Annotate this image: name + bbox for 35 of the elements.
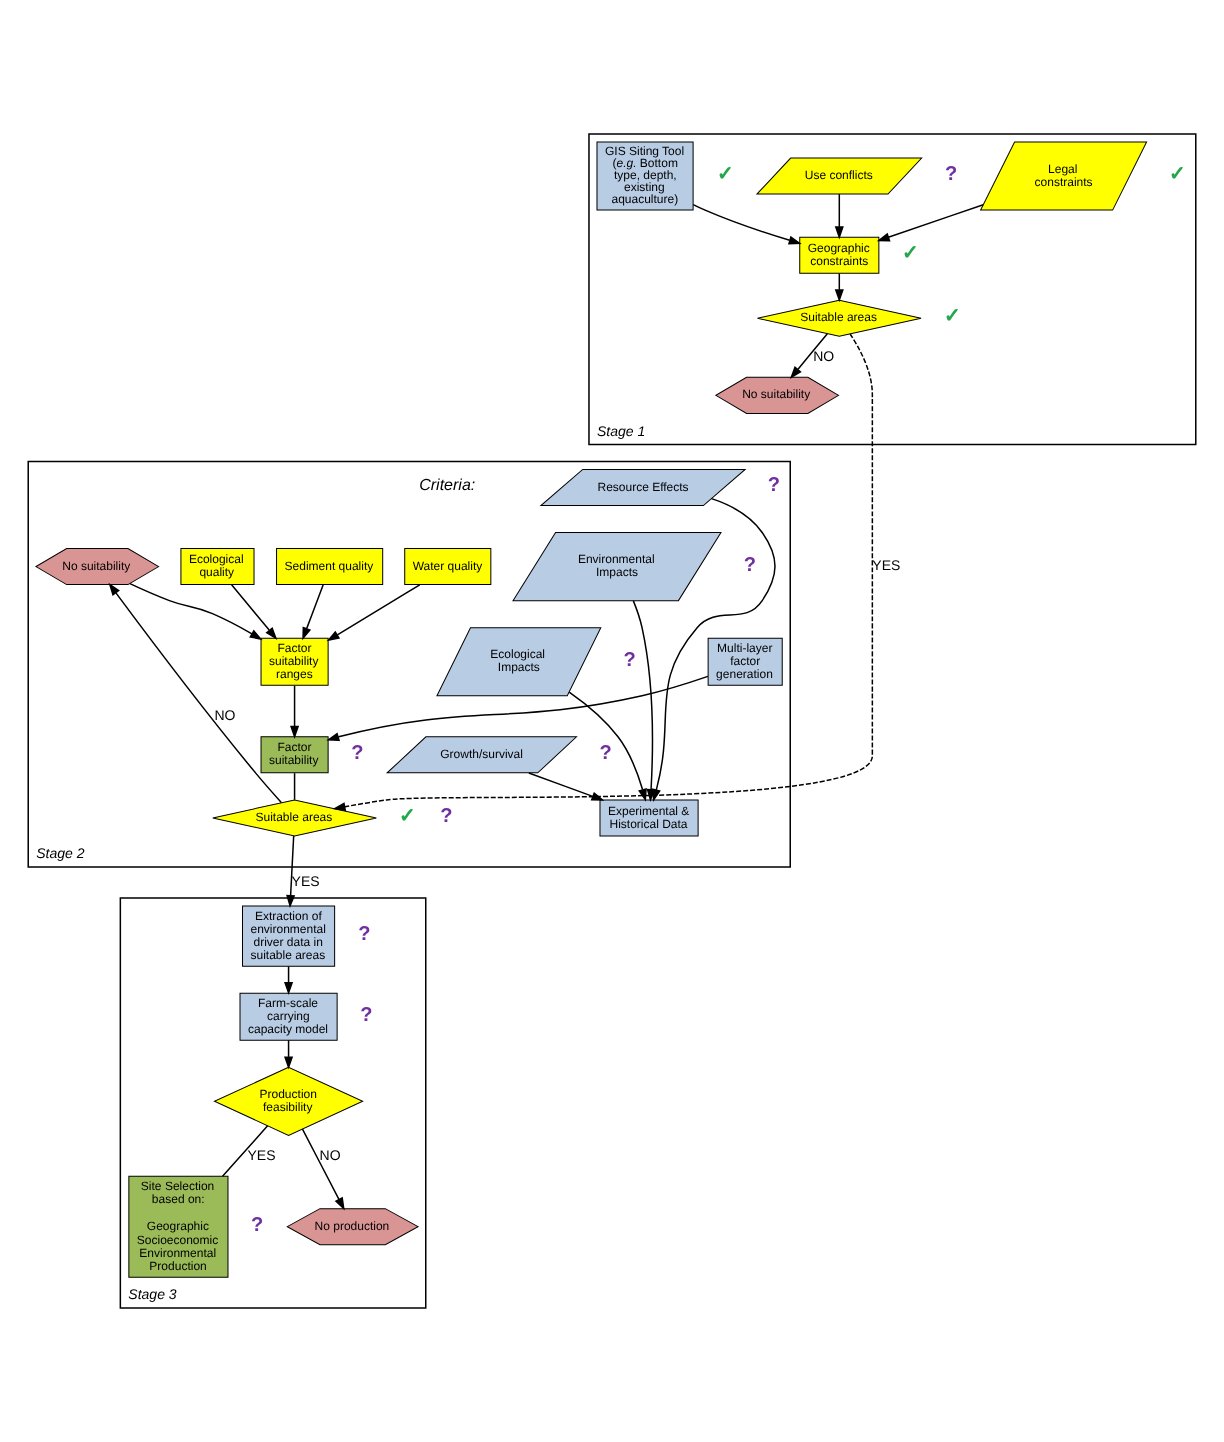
arrow [326, 675, 709, 742]
connector [293, 772, 296, 801]
arrow [528, 772, 605, 801]
arrow [290, 684, 300, 739]
node-label: ✓ [399, 805, 416, 828]
node-label: ? [743, 554, 756, 577]
node-label: ? [358, 924, 371, 947]
arrow [632, 600, 656, 802]
node-label: ? [599, 742, 612, 765]
arrow [876, 203, 984, 242]
arrow [301, 1128, 345, 1211]
node-label: ? [944, 164, 958, 187]
arrow [568, 691, 647, 802]
arrow [332, 333, 874, 812]
connector [221, 1125, 269, 1177]
node-label: ✓ [943, 306, 960, 329]
node-label: ? [440, 805, 453, 828]
arrow [108, 582, 283, 804]
node-label: ? [767, 475, 780, 498]
label: Criteria: [419, 476, 476, 495]
node-label: ? [351, 742, 364, 765]
arrow [789, 333, 829, 380]
arrow [129, 582, 263, 641]
node-label: ✓ [1169, 164, 1186, 187]
node-label: ✓ [716, 164, 733, 187]
node-label: ? [623, 649, 636, 672]
arrow [230, 583, 278, 640]
arrow [326, 584, 421, 642]
arrow [834, 193, 844, 240]
arrow [692, 203, 802, 245]
node-label: ? [360, 1004, 373, 1027]
arrow [286, 835, 296, 908]
node-label: ✓ [901, 243, 918, 266]
node-label: ? [251, 1214, 264, 1237]
arrow [302, 583, 324, 641]
